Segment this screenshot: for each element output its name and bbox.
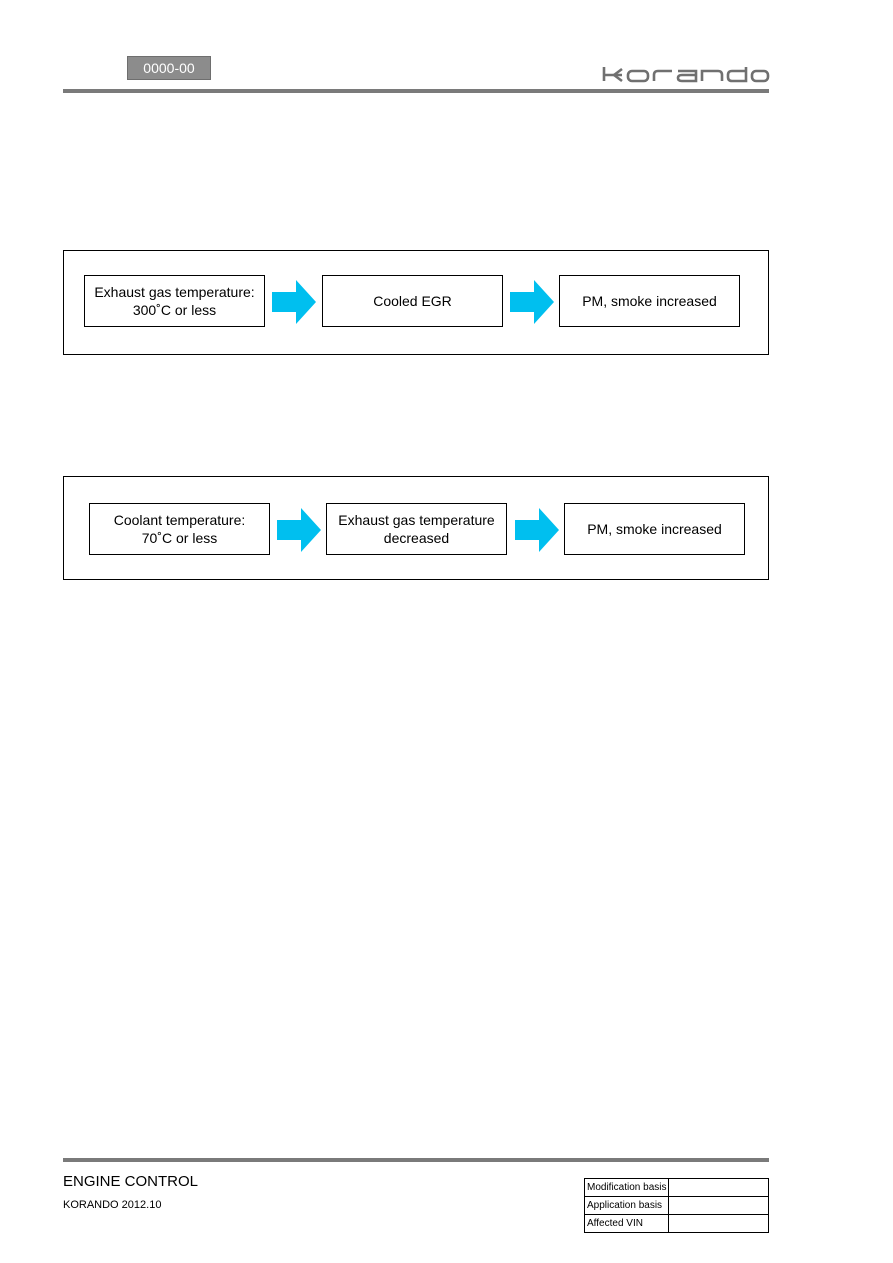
right-arrow-icon [515,508,559,552]
revision-value [668,1214,769,1233]
section-code-badge: 0000-00 [127,56,211,80]
revision-label: Application basis [583,1196,670,1215]
revision-label: Affected VIN [583,1214,670,1233]
flow-2-step-1: Coolant temperature: 70˚C or less [89,503,270,555]
flow-1-step-3: PM, smoke increased [559,275,740,327]
flow-2-step-2: Exhaust gas temperature decreased [326,503,507,555]
flow-panel-2 [63,476,769,580]
table-row: Application basis [583,1196,769,1215]
flow-1-step-1: Exhaust gas temperature: 300˚C or less [84,275,265,327]
revision-value [668,1178,769,1197]
revision-table: Modification basis Application basis Aff… [583,1178,769,1233]
flow-1-step-2: Cooled EGR [322,275,503,327]
flow-2-step-3: PM, smoke increased [564,503,745,555]
flow-panel-1 [63,250,769,355]
table-row: Affected VIN [583,1214,769,1233]
right-arrow-icon [272,280,316,324]
revision-value [668,1196,769,1215]
revision-label: Modification basis [583,1178,670,1197]
footer-subtitle: KORANDO 2012.10 [63,1199,162,1211]
korando-logo [602,67,770,83]
right-arrow-icon [277,508,321,552]
right-arrow-icon [510,280,554,324]
header-rule [63,89,769,93]
footer-rule [63,1158,769,1162]
table-row: Modification basis [583,1178,769,1197]
footer-title: ENGINE CONTROL [63,1173,199,1190]
